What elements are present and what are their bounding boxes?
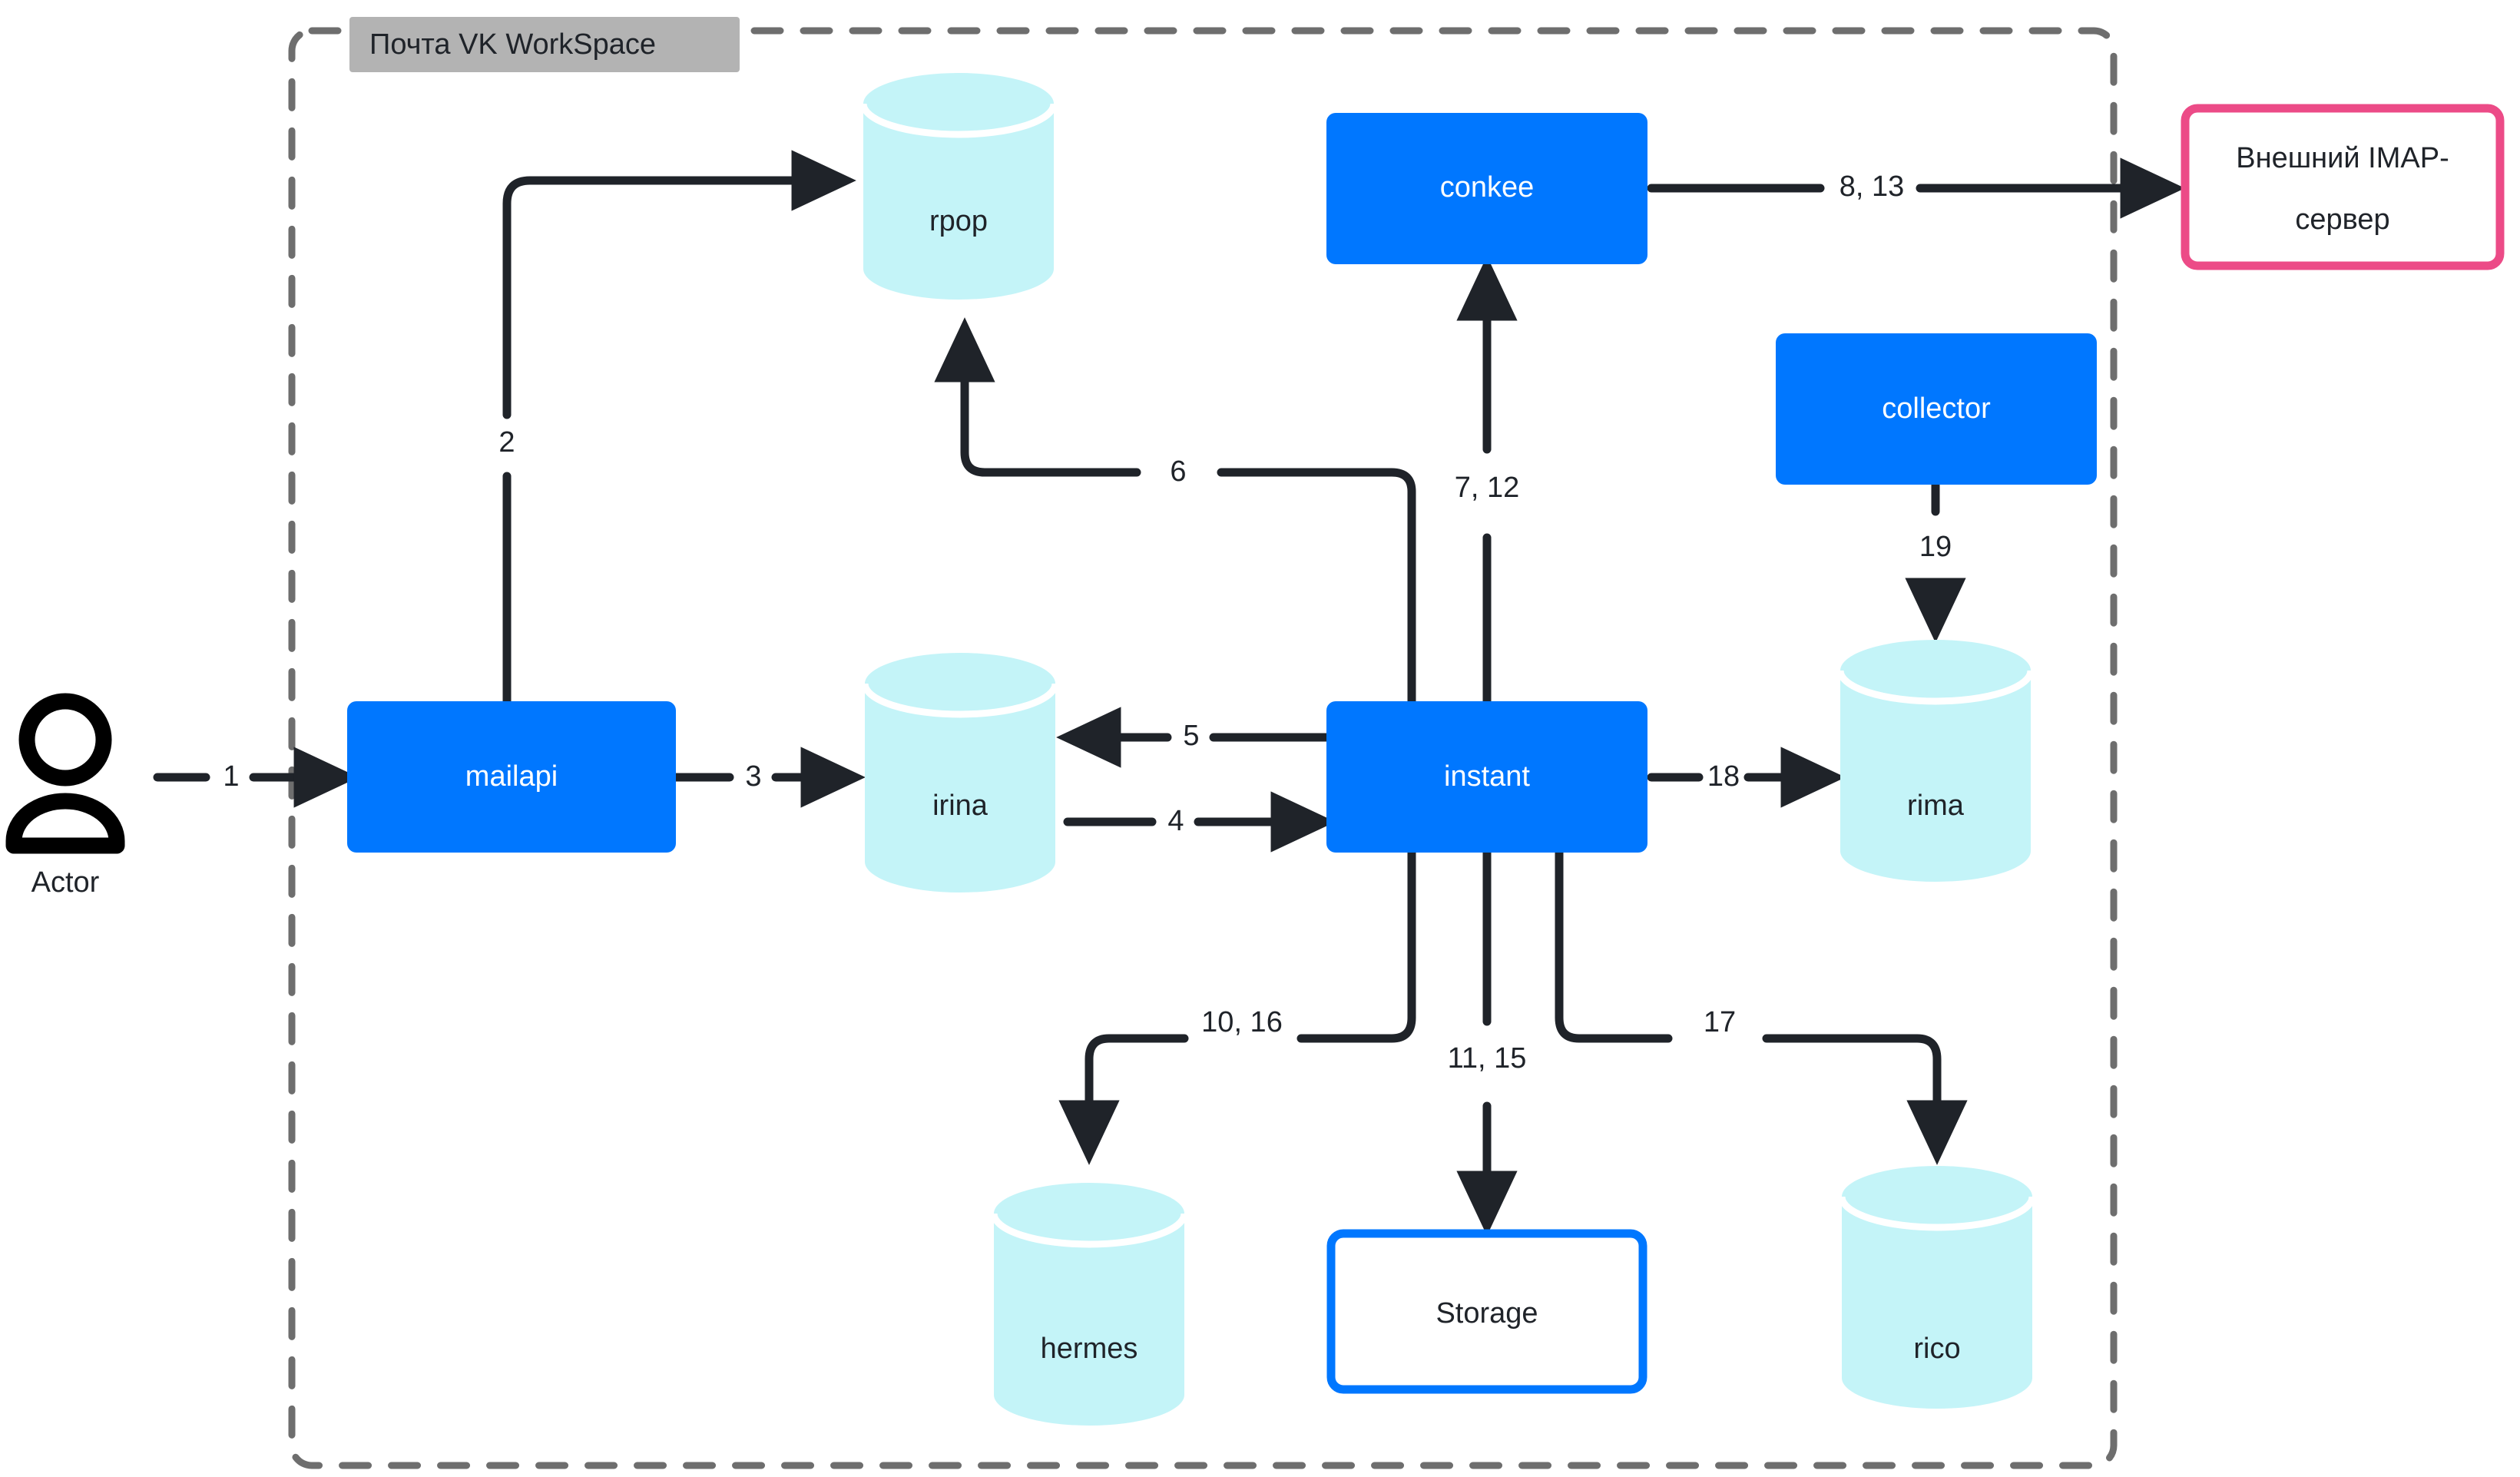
- rico-label: rico: [1913, 1333, 1960, 1365]
- edge-label-18: 18: [1707, 760, 1740, 793]
- edge-label-10-16: 10, 16: [1201, 1006, 1283, 1038]
- rima-label: rima: [1907, 790, 1965, 822]
- node-instant[interactable]: instant: [1326, 701, 1647, 853]
- edge-label-6: 6: [1170, 455, 1186, 488]
- trust-boundary: Почта VK WorkSpace: [288, 17, 2118, 1469]
- node-conkee[interactable]: conkee: [1326, 113, 1647, 264]
- edge-label-7-12: 7, 12: [1455, 472, 1520, 504]
- boundary-dashed-rect: [288, 27, 2118, 1469]
- boundary-label-badge: [349, 17, 740, 72]
- rima-cylinder-top: [1840, 640, 2031, 701]
- edge-label-layer: 1 2 3 4 5 6 7, 12 8, 13 10, 16 11, 15 17…: [223, 171, 1952, 1075]
- node-mailapi[interactable]: mailapi: [347, 701, 676, 853]
- rima-cylinder-rim: [1836, 670, 2035, 705]
- edge-label-17: 17: [1704, 1006, 1736, 1038]
- external-imap-box[interactable]: [2181, 104, 2505, 270]
- instant-label: instant: [1444, 760, 1530, 793]
- edge-label-5: 5: [1183, 720, 1199, 752]
- conkee-label: conkee: [1440, 171, 1535, 204]
- mailapi-box[interactable]: [347, 701, 676, 853]
- node-actor[interactable]: Actor: [5, 693, 125, 899]
- collector-label: collector: [1882, 392, 1991, 425]
- edge-17-left: [1555, 848, 1673, 1043]
- node-hermes[interactable]: hermes: [990, 1183, 1188, 1426]
- edge-10-left: [1058, 1034, 1189, 1165]
- edge-label-11-15: 11, 15: [1448, 1042, 1527, 1075]
- irina-cylinder-top: [865, 653, 1055, 714]
- storage-label: Storage: [1436, 1297, 1538, 1330]
- actor-label: Actor: [31, 866, 100, 899]
- rpop-cylinder-top: [863, 73, 1054, 134]
- edge-label-8-13: 8, 13: [1840, 171, 1905, 203]
- edge-label-3: 3: [745, 760, 761, 793]
- edge-label-4: 4: [1167, 805, 1184, 837]
- rpop-cylinder-body[interactable]: [863, 104, 1054, 300]
- rpop-cylinder-rim: [859, 103, 1058, 138]
- edge-17-right: [1762, 1034, 1968, 1165]
- rico-cylinder-top: [1842, 1166, 2032, 1227]
- rpop-label: rpop: [929, 205, 988, 237]
- rico-cylinder-rim: [1838, 1196, 2036, 1231]
- edge-label-19: 19: [1919, 531, 1952, 563]
- hermes-cylinder-rim: [990, 1213, 1188, 1248]
- node-storage[interactable]: Storage: [1326, 1229, 1647, 1394]
- irina-cylinder-body[interactable]: [865, 684, 1055, 892]
- irina-cylinder-rim: [861, 683, 1059, 718]
- mailapi-label: mailapi: [465, 760, 558, 793]
- irina-label: irina: [932, 790, 988, 822]
- node-irina[interactable]: irina: [861, 653, 1059, 892]
- hermes-label: hermes: [1041, 1333, 1138, 1365]
- edge-10-right: [1296, 848, 1416, 1043]
- external-imap-label-line1: Внешний IMAP-: [2236, 142, 2449, 174]
- conkee-box[interactable]: [1326, 113, 1647, 264]
- collector-box[interactable]: [1776, 333, 2097, 485]
- node-rpop[interactable]: rpop: [859, 73, 1058, 300]
- edge-label-1: 1: [223, 760, 239, 793]
- edge-2-upper: [502, 150, 856, 419]
- edge-6-right: [1217, 468, 1416, 706]
- edge-label-2: 2: [498, 426, 515, 459]
- hermes-cylinder-body[interactable]: [994, 1214, 1184, 1426]
- rico-cylinder-body[interactable]: [1842, 1197, 2032, 1409]
- node-rico[interactable]: rico: [1838, 1166, 2036, 1409]
- node-collector[interactable]: collector: [1776, 333, 2097, 485]
- actor-person-icon: [5, 693, 125, 854]
- edge-layer: [153, 150, 2185, 1236]
- rima-cylinder-body[interactable]: [1840, 671, 2031, 882]
- boundary-label-text: Почта VK WorkSpace: [369, 28, 656, 61]
- hermes-cylinder-top: [994, 1183, 1184, 1244]
- node-external-imap[interactable]: Внешний IMAP- сервер: [2181, 104, 2505, 270]
- edge-6-left: [934, 317, 1141, 477]
- instant-box[interactable]: [1326, 701, 1647, 853]
- node-rima[interactable]: rima: [1836, 640, 2035, 882]
- storage-box[interactable]: [1326, 1229, 1647, 1394]
- external-imap-label-line2: сервер: [2295, 204, 2389, 236]
